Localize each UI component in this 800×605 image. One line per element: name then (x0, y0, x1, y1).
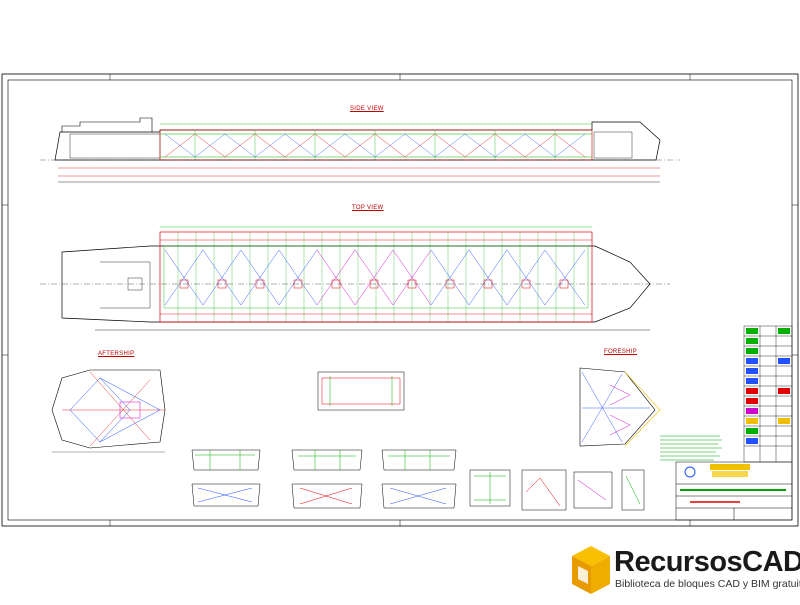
foreship-view (579, 367, 661, 447)
side-view-title: SIDE VIEW (350, 106, 384, 112)
section-2 (291, 449, 363, 509)
foreship-title: FORESHIP (604, 349, 638, 355)
notes-block (660, 435, 722, 461)
side-superstructure-aft (61, 117, 153, 132)
side-dimensions (58, 123, 660, 183)
recursoscad-tagline: Biblioteca de bloques CAD y BIM gratuita (615, 578, 800, 590)
section-1 (191, 449, 261, 507)
side-view (40, 117, 680, 183)
recursoscad-wordmark: RecursosCAD (614, 546, 800, 578)
anchor-icon (684, 466, 696, 478)
top-aft-deckhouse (100, 261, 151, 309)
fore-bracing (581, 371, 650, 443)
frame-ticks (2, 74, 798, 526)
drawing-frame-outer (1, 73, 799, 527)
brand-prefix: Recursos (614, 546, 743, 578)
top-bracing (160, 239, 592, 315)
fore-hull-outline (579, 367, 656, 447)
aftership-view (51, 369, 166, 453)
fore-bow-yellow (624, 371, 661, 447)
top-view-title: TOP VIEW (352, 205, 384, 211)
drawing-frame-inner (7, 79, 793, 521)
section-detail-top (317, 371, 405, 411)
side-fore-house (593, 131, 633, 159)
aftership-title: AFTERSHIP (98, 351, 135, 357)
fore-accent (609, 384, 631, 436)
recursoscad-cube-icon (572, 546, 610, 594)
legend-color-swatches (746, 328, 790, 444)
top-frames (177, 232, 575, 322)
aft-hull-outline (51, 369, 166, 449)
brand-suffix: CAD (742, 546, 800, 578)
section-3 (381, 449, 457, 509)
title-block-marks (680, 464, 786, 503)
recursoscad-watermark: RecursosCAD Biblioteca de bloques CAD y … (568, 540, 800, 600)
top-view (40, 226, 670, 331)
side-frames (194, 130, 556, 160)
section-small-details (469, 469, 645, 511)
side-aft-house (69, 133, 161, 159)
section-details (191, 371, 645, 511)
aft-engine (119, 401, 141, 419)
side-hull-outline (54, 121, 661, 161)
title-block (675, 461, 793, 521)
